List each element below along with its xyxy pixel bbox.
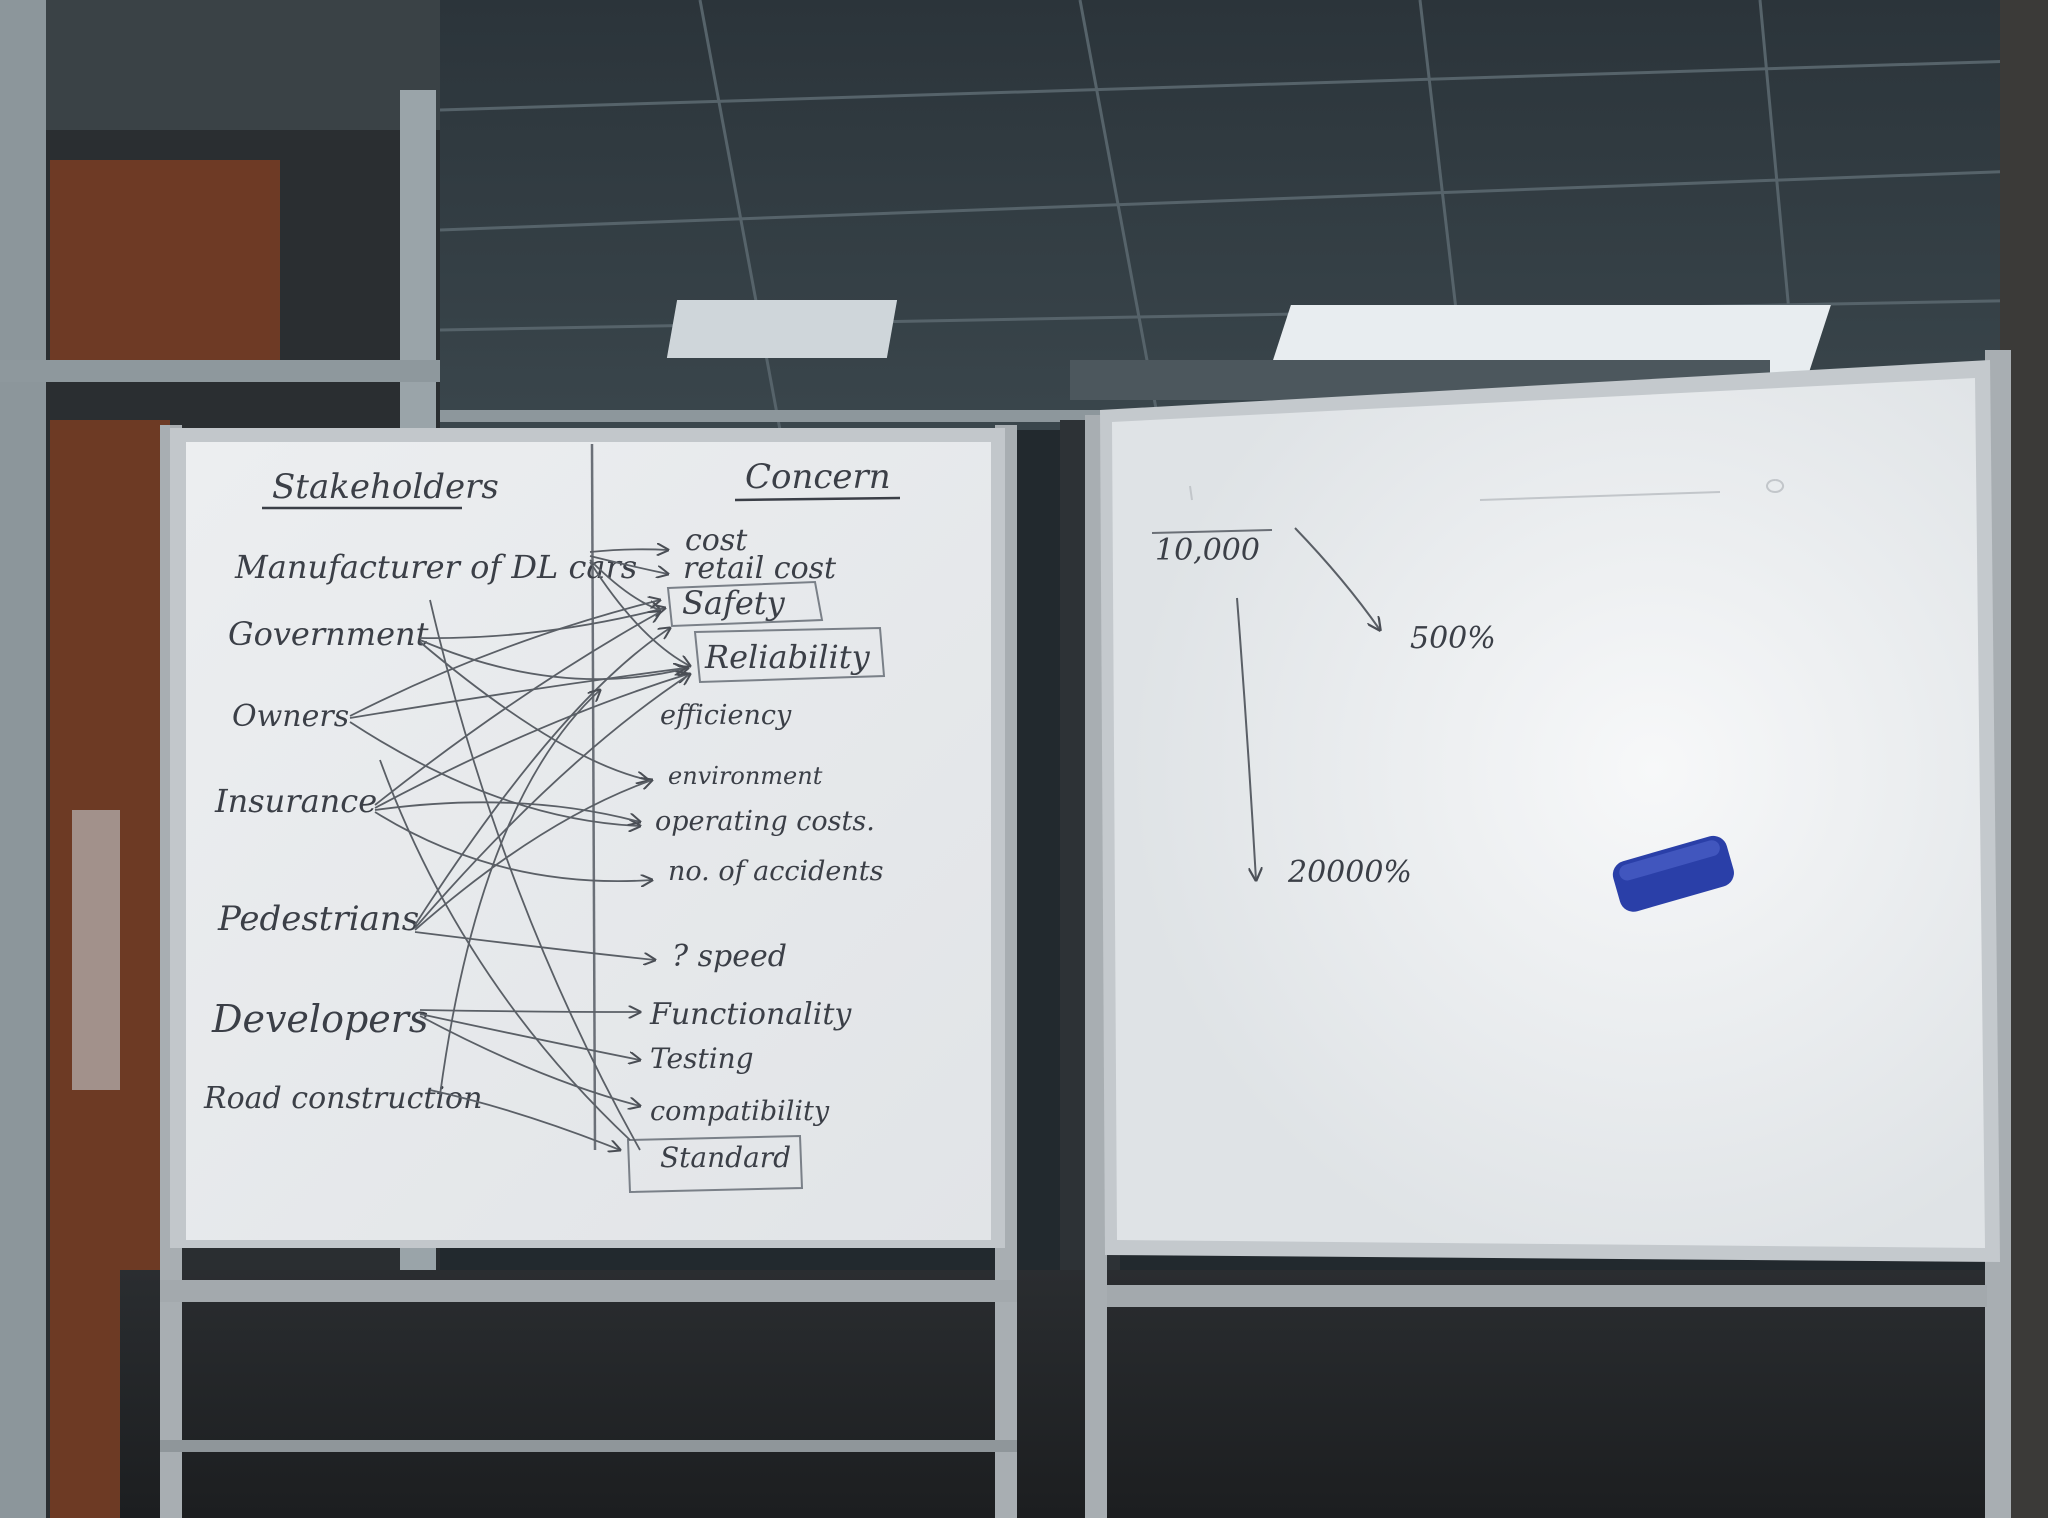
stakeholder-label: Owners xyxy=(232,699,349,734)
concern-label: no. of accidents xyxy=(668,856,884,887)
safety-box xyxy=(666,580,824,628)
concern-label: Testing xyxy=(650,1042,754,1075)
right-value: 500% xyxy=(1410,621,1496,656)
door-header xyxy=(0,360,440,382)
ceiling-light-center xyxy=(666,300,898,358)
concern-label: Functionality xyxy=(649,997,852,1032)
stakeholder-label: Insurance xyxy=(214,782,377,820)
ceiling-light-right xyxy=(1267,305,1831,377)
eraser-icon xyxy=(1612,835,1734,912)
stakeholders-heading: Stakeholders xyxy=(272,467,499,507)
concern-label: operating costs. xyxy=(655,806,875,837)
concern-label: ? speed xyxy=(672,939,787,974)
stakeholder-label: Government xyxy=(228,615,429,653)
door-window xyxy=(72,810,120,1090)
concern-label: Standard xyxy=(660,1141,791,1174)
left-whiteboard xyxy=(186,442,991,1240)
left-ceiling xyxy=(0,0,440,130)
concern-label: retail cost xyxy=(683,551,837,586)
top-value: 10,000 xyxy=(1155,533,1260,568)
faint-marks xyxy=(1189,479,1784,501)
stakeholder-label: Road construction xyxy=(203,1081,482,1116)
top-value-line xyxy=(1151,529,1273,534)
wood-wall-upper xyxy=(50,160,280,360)
concern-label: Safety xyxy=(682,584,786,622)
concern-label: environment xyxy=(668,762,823,790)
concern-heading: Concern xyxy=(745,457,891,497)
stakeholders-list: Manufacturer of DL cars Government Owner… xyxy=(203,548,637,1116)
concern-label: Reliability xyxy=(704,638,871,676)
concerns-list: cost retail cost Safety Reliability effi… xyxy=(649,523,884,1174)
stakeholder-label: Developers xyxy=(211,997,428,1041)
right-whiteboard xyxy=(1112,378,1985,1248)
standard-box xyxy=(626,1134,804,1194)
connector-arrows xyxy=(349,549,690,1150)
stakeholder-label: Manufacturer of DL cars xyxy=(234,548,637,586)
right-board-arrows xyxy=(1236,527,1380,880)
concern-underline xyxy=(734,496,901,502)
bottom-value: 20000% xyxy=(1287,855,1412,890)
concern-label: cost xyxy=(685,523,748,558)
left-frame xyxy=(0,0,46,1518)
floor xyxy=(120,1270,2048,1518)
stakeholder-label: Pedestrians xyxy=(217,899,419,939)
reliability-box xyxy=(693,626,886,684)
concern-label: compatibility xyxy=(650,1096,830,1127)
concern-label: efficiency xyxy=(660,700,792,731)
